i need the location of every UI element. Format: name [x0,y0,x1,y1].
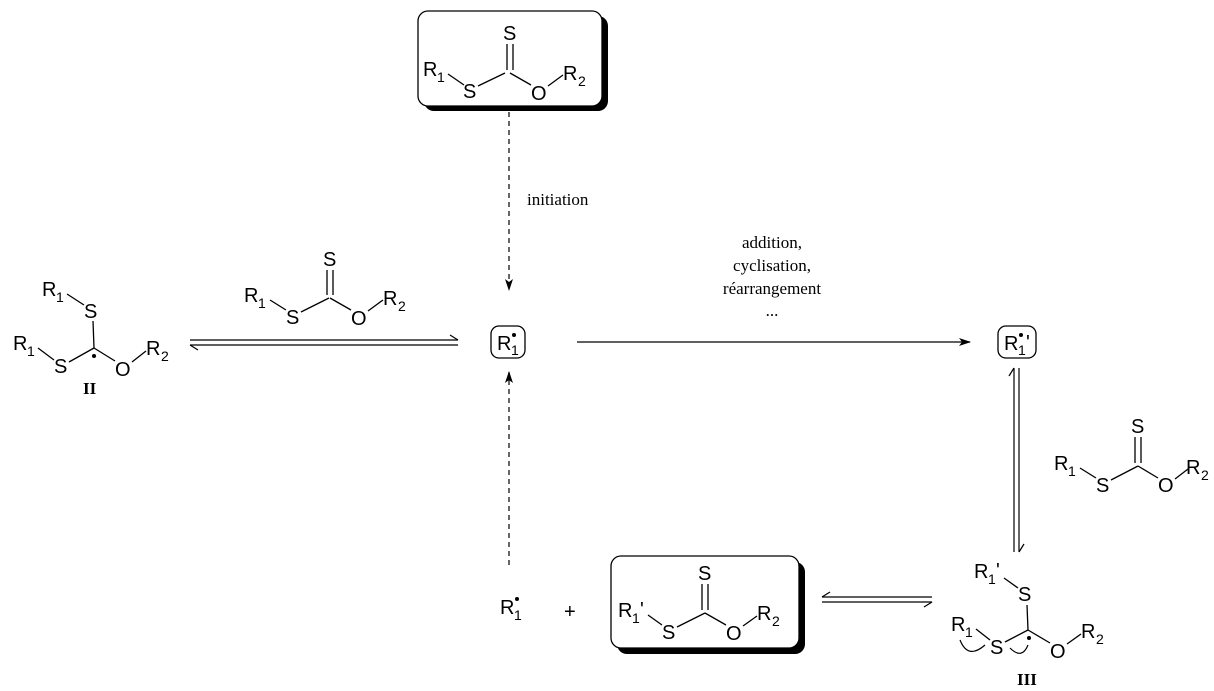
compound-iii: R 1 ' S R 1 S O R 2 III [951,560,1104,689]
svg-text:1: 1 [632,610,640,626]
svg-text:R: R [500,597,514,619]
compound-ii-label: II [83,379,97,398]
svg-text:2: 2 [578,73,586,89]
svg-text:R: R [951,614,965,636]
svg-text:R: R [497,333,511,355]
bottom-equilibrium-arrows [821,591,933,608]
radical-r1-box: R 1 [490,325,526,359]
svg-text:S: S [54,356,67,378]
svg-text:2: 2 [1096,631,1104,647]
svg-text:addition,: addition, [742,233,802,252]
top-xanthate-box: R 1 S S O R 2 [417,10,608,111]
bottom-r1-radical: R 1 [500,597,522,623]
svg-text:O: O [1050,641,1066,663]
svg-text:S: S [698,563,711,585]
svg-text:cyclisation,: cyclisation, [733,256,811,275]
svg-text:1: 1 [437,69,445,85]
svg-text:1: 1 [511,342,519,358]
svg-text:S: S [1096,475,1109,497]
svg-text:O: O [115,359,131,381]
svg-text:S: S [463,81,476,103]
svg-text:': ' [996,560,1000,582]
svg-text:S: S [503,23,516,45]
svg-text:R: R [383,288,397,310]
svg-text:S: S [84,301,97,323]
svg-text:1: 1 [965,624,973,640]
svg-text:2: 2 [1201,467,1209,483]
svg-text:R: R [146,338,160,360]
svg-text:1: 1 [514,607,522,623]
svg-text:S: S [990,637,1003,659]
svg-text:O: O [1158,475,1174,497]
svg-text:': ' [640,599,644,621]
svg-text:1: 1 [1018,342,1026,358]
initiation-label: initiation [527,190,589,209]
svg-text:1: 1 [258,295,266,311]
svg-text:R: R [618,600,632,622]
compound-iii-label: III [1017,670,1037,689]
svg-text:O: O [726,623,742,645]
r1-label: R [423,59,437,81]
plus-sign: + [564,601,576,623]
svg-text:2: 2 [161,348,169,364]
transformation-labels: addition, cyclisation, réarrangement ... [723,233,821,320]
right-xanthate-reagent: R 1 S S O R 2 [1054,416,1209,497]
svg-text:O: O [351,308,367,330]
fishhook-arrow-left [959,639,986,652]
svg-text:O: O [531,83,547,105]
right-equilibrium-arrows [1008,367,1025,553]
left-equilibrium-arrows [189,334,459,351]
svg-text:2: 2 [772,613,780,629]
svg-text:R: R [1081,621,1095,643]
svg-text:R: R [244,285,258,307]
top-xanthate-structure: R 1 S S O R 2 [423,23,586,105]
radical-r1-prime-box: R 1 ' [997,325,1037,359]
svg-text:R: R [563,63,577,85]
svg-text:1: 1 [988,571,996,587]
svg-text:1: 1 [56,289,64,305]
svg-text:R: R [757,603,771,625]
svg-text:S: S [1131,416,1144,438]
svg-text:1: 1 [27,343,35,359]
svg-text:2: 2 [398,298,406,314]
svg-text:S: S [286,307,299,329]
fishhook-arrow-right [1009,644,1029,654]
svg-text:S: S [662,622,675,644]
svg-text:': ' [1026,332,1030,354]
svg-text:R: R [42,279,56,301]
left-xanthate-reagent: R 1 S S O R 2 [244,249,406,330]
svg-text:R: R [1004,333,1018,355]
svg-text:R: R [974,561,988,583]
svg-text:réarrangement: réarrangement [723,279,821,298]
svg-text:1: 1 [1068,463,1076,479]
product-xanthate-box: R 1 ' S S O R 2 [610,555,805,654]
svg-text:S: S [1018,584,1031,606]
svg-text:...: ... [766,301,779,320]
svg-text:R: R [13,333,27,355]
svg-text:R: R [1054,453,1068,475]
compound-ii: R 1 S R 1 S O R 2 II [13,279,169,398]
svg-text:R: R [1186,457,1200,479]
svg-text:S: S [323,249,336,271]
